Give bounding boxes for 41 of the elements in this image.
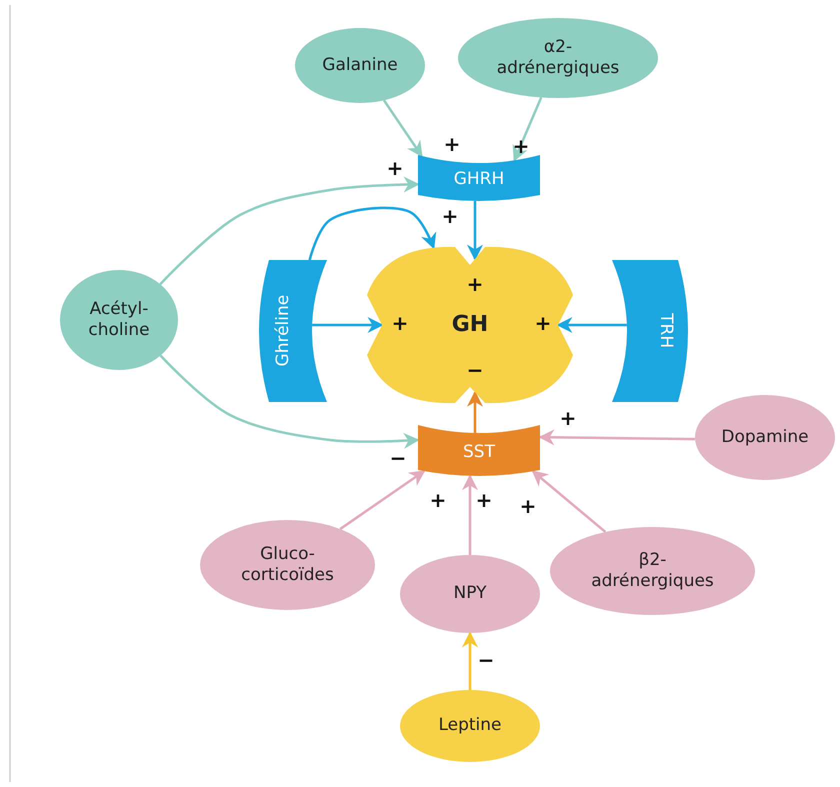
node-label: Dopamine [721, 426, 809, 448]
node-label: Leptine [438, 715, 502, 737]
node-label: Ghréline [273, 295, 294, 367]
node-label: Gluco- corticoïdes [240, 544, 335, 586]
arrow [312, 317, 384, 333]
sign-label: + [392, 313, 408, 333]
node-label: SST [463, 442, 495, 464]
sign-label: + [442, 206, 458, 226]
sign-label: − [466, 360, 484, 380]
sign-label: + [520, 496, 536, 516]
arrow [308, 206, 436, 260]
arrow [532, 470, 606, 533]
sign-label: + [444, 134, 460, 154]
arrow [467, 200, 483, 261]
arrow [159, 176, 420, 286]
sign-label: + [534, 313, 552, 333]
sign-label: + [430, 490, 446, 510]
arrow [339, 470, 426, 530]
node-label: α2- adrénergiques [496, 36, 620, 80]
node-label: Acétyl- choline [87, 298, 151, 342]
arrow [160, 354, 420, 449]
sign-label: + [466, 274, 484, 294]
arrow [462, 631, 478, 690]
sign-label: + [560, 408, 576, 428]
node-label: β2- adrénergiques [590, 550, 715, 592]
node-label: GH [452, 311, 488, 339]
node-label: NPY [454, 583, 486, 605]
arrow [467, 390, 483, 433]
node-label: TRH [654, 314, 676, 348]
arrow [538, 429, 696, 446]
arrow [382, 100, 423, 158]
arrow [462, 474, 478, 555]
sign-label: + [476, 490, 492, 510]
sign-label: + [386, 158, 404, 178]
node-label: Galanine [322, 54, 398, 76]
node-label: GHRH [454, 169, 504, 191]
sign-label: − [478, 650, 494, 670]
sign-label: − [390, 448, 406, 468]
sign-label: + [512, 136, 530, 156]
arrow [512, 96, 542, 162]
arrow [556, 317, 627, 333]
